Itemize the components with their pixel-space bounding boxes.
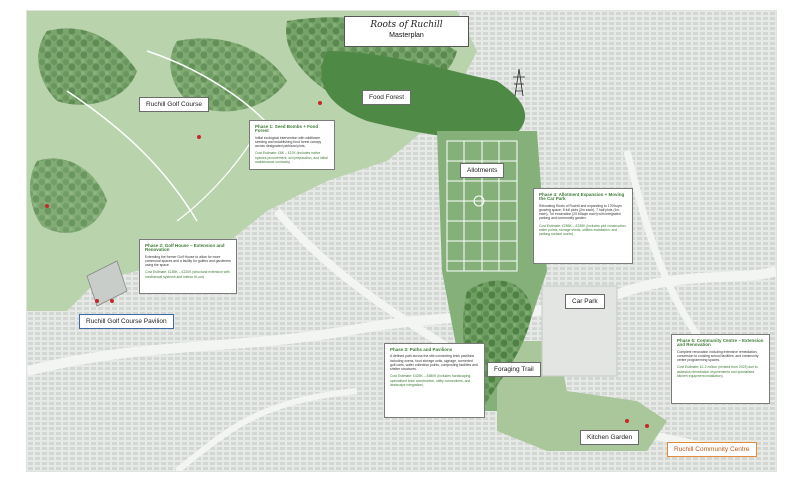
phase-3-card: Phase 3: Paths and Pavilions A defined p… [384, 343, 485, 418]
phase-heading: Phase 2: Golf House – Extension and Reno… [145, 243, 225, 253]
phase-body: Complete renovation including extensive … [677, 349, 759, 363]
pavilion-building [86, 260, 128, 307]
phase-cost: Cost Estimate: £8K – £12K (includes nati… [255, 151, 328, 165]
phase-cost: Cost Estimate: £425K – £580K (includes h… [390, 374, 472, 388]
phase-heading: Phase 1: Seed Bombs + Food Forest [255, 124, 319, 134]
title-subtitle: Masterplan [389, 32, 424, 39]
phase-body: Relocating Roots of Ruchill and expandin… [539, 203, 622, 221]
label-allotments: Allotments [460, 163, 505, 178]
phase-cost: Cost Estimate: £1.2 million (revised fro… [677, 365, 758, 379]
phase-heading: Phase 3: Paths and Pavilions [390, 347, 453, 352]
pylon-icon [513, 68, 525, 97]
masterplan-title: Roots of Ruchill Masterplan [344, 16, 469, 47]
label-community-centre: Ruchill Community Centre [667, 442, 757, 457]
site-markers [45, 101, 649, 428]
phase-heading: Phase 5: Community Centre – Extension an… [677, 338, 764, 348]
phase-body: A defined path across the site connectin… [390, 354, 478, 372]
phase-4-card: Phase 4: Allotment Expansion + Moving th… [533, 188, 633, 264]
road [27, 266, 776, 376]
woodland [38, 28, 137, 105]
phase-2-card: Phase 2: Golf House – Extension and Reno… [139, 239, 237, 294]
road [175, 388, 358, 471]
label-food-forest: Food Forest [362, 90, 412, 105]
phase-body: Extending the former Golf House to allow… [145, 254, 231, 268]
phase-cost: Cost Estimate: £285K – £335K (includes p… [539, 223, 627, 237]
phase-heading: Phase 4: Allotment Expansion + Moving th… [539, 192, 625, 202]
title-script: Roots of Ruchill [370, 20, 443, 30]
phase-body: Initial ecological intervention with wil… [255, 135, 322, 149]
label-golf-course: Ruchill Golf Course [139, 97, 209, 112]
phase-cost: Cost Estimate: £185K – £220K (structural… [145, 270, 230, 279]
fairway-path [66, 90, 198, 222]
label-kitchen-garden: Kitchen Garden [580, 430, 640, 445]
allotment-plots [446, 140, 518, 272]
label-car-park: Car Park [565, 294, 605, 309]
map-frame: Roots of Ruchill Masterplan Ruchill Golf… [26, 10, 777, 472]
map-base [27, 11, 776, 471]
woodland [170, 38, 287, 112]
allotment-roundel [473, 195, 485, 207]
label-pavilion: Ruchill Golf Course Pavilion [79, 314, 174, 329]
food-forest-area [321, 51, 526, 141]
phase-1-card: Phase 1: Seed Bombs + Food Forest Initia… [249, 120, 335, 170]
phase-5-card: Phase 5: Community Centre – Extension an… [671, 334, 770, 404]
woodland [30, 158, 107, 233]
label-foraging-trail: Foraging Trail [487, 362, 541, 377]
